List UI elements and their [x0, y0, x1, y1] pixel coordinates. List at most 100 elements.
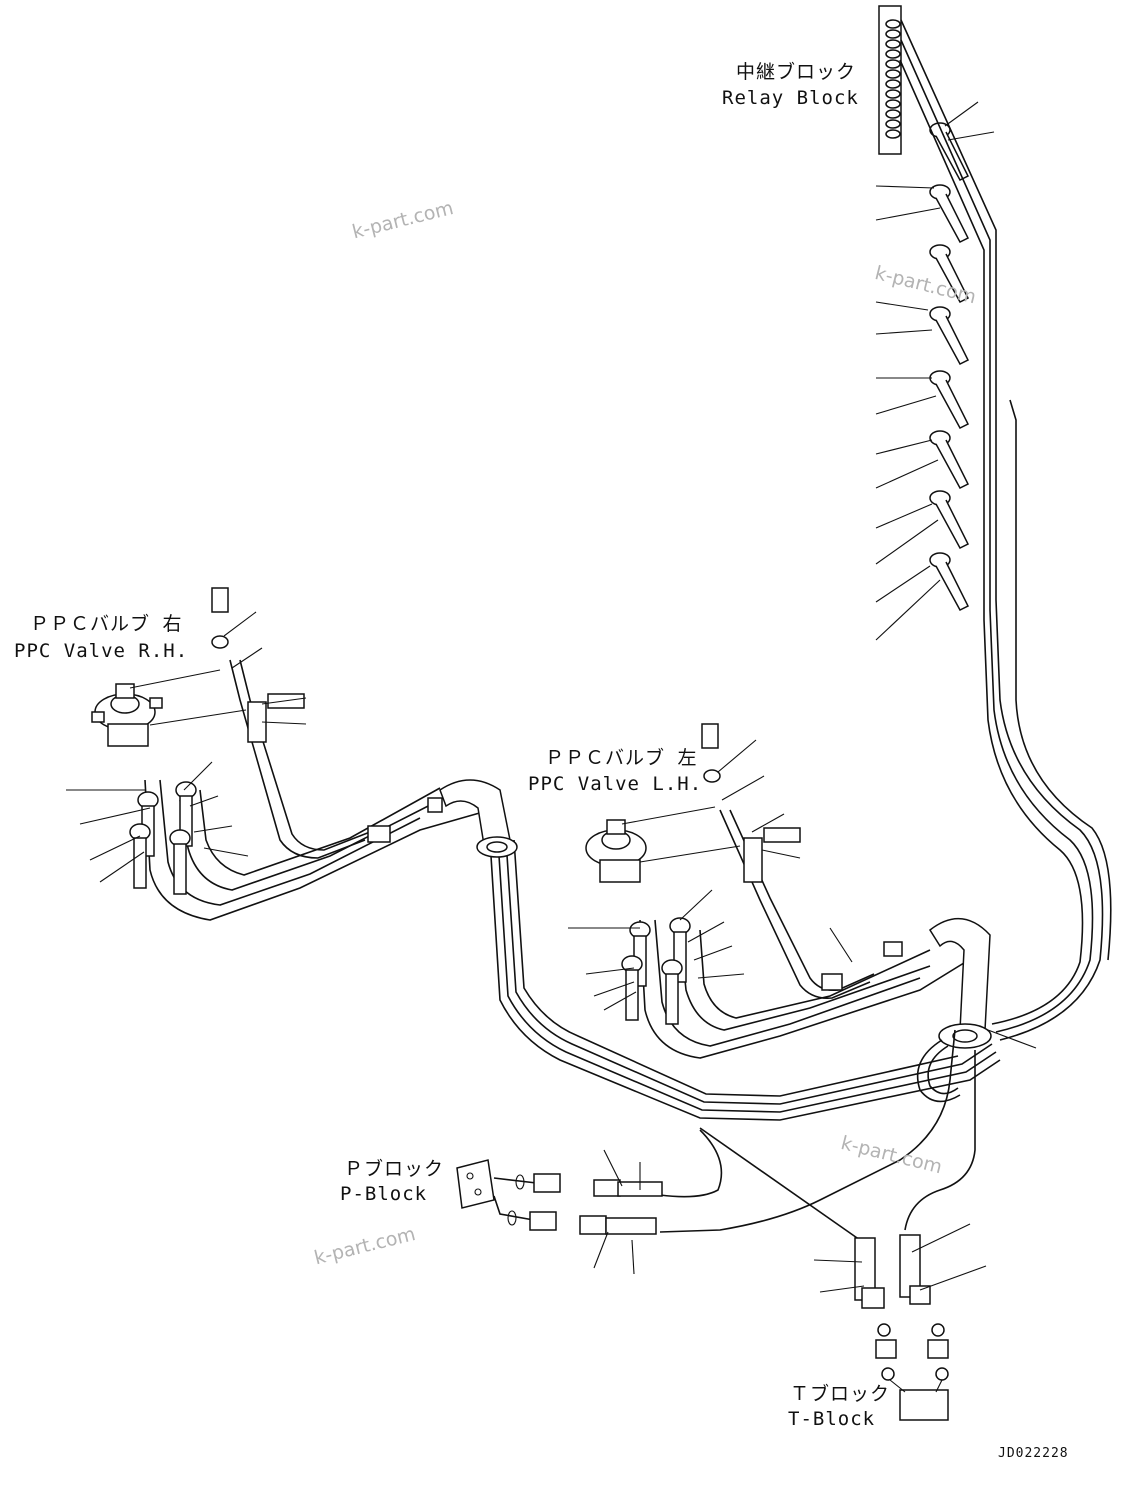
leader-line: [751, 813, 785, 833]
ppc-valve-rh-body: [91, 669, 247, 747]
banjo-bolt: [763, 827, 801, 843]
relay-port: [885, 29, 901, 39]
ppc-valve-rh-fittings: [129, 587, 305, 895]
relay-port: [885, 109, 901, 119]
leader-line: [875, 439, 933, 455]
leader-line: [761, 849, 801, 859]
relay-block-label-jp: 中継ブロック: [736, 61, 857, 83]
leader-line: [189, 795, 219, 807]
relay-port: [885, 119, 901, 129]
lower-hoses: [659, 1029, 976, 1241]
relay-port: [885, 49, 901, 59]
relay-port: [885, 69, 901, 79]
hose-nut: [211, 635, 229, 649]
drawing-code: JD022228: [998, 1446, 1069, 1461]
leader-line: [875, 395, 937, 415]
ppc-valve-lh-body: [585, 806, 741, 883]
leader-line: [875, 459, 939, 489]
leader-line: [875, 185, 935, 189]
relay-port: [885, 79, 901, 89]
hose-sleeve: [935, 379, 970, 429]
leader-line: [99, 851, 145, 883]
relay-port: [885, 89, 901, 99]
ppc-lh-label-en: PPC Valve L.H.: [528, 773, 703, 795]
leader-line: [875, 503, 933, 529]
leader-line: [819, 1285, 865, 1293]
leader-line: [585, 967, 635, 975]
leader-line: [261, 721, 307, 725]
leader-line: [603, 1149, 623, 1187]
hose-sleeve: [935, 253, 970, 303]
hose-sleeve: [173, 843, 187, 895]
relay-port: [885, 99, 901, 109]
leader-line: [89, 835, 141, 861]
leader-line: [203, 847, 249, 857]
leader-line: [223, 611, 257, 637]
leader-line: [944, 101, 979, 127]
ppc-valve-rh-hoses: [144, 659, 491, 921]
hose-bundle-right: [899, 19, 1112, 1041]
leader-line: [717, 739, 757, 773]
t-block-label-jp: Ｔブロック: [790, 1383, 891, 1405]
relay-hose-fittings: [929, 122, 970, 611]
hose-bundle-lower: [489, 839, 1001, 1121]
leader-line: [875, 565, 931, 603]
hose-sleeve: [935, 561, 970, 611]
hose-sleeve: [665, 973, 679, 1025]
hose-sleeve: [133, 837, 147, 889]
leader-line: [987, 1029, 1037, 1049]
relay-port: [885, 39, 901, 49]
t-block-label-en: T-Block: [788, 1408, 876, 1430]
leader-line: [693, 945, 733, 961]
leader-line: [875, 207, 941, 221]
p-block: [456, 1159, 663, 1235]
relay-port: [885, 129, 901, 139]
grommet-elbow-left: [367, 779, 518, 858]
relay-block-label-en: Relay Block: [722, 87, 859, 109]
leader-line: [875, 519, 939, 565]
leader-line: [919, 1265, 987, 1291]
hose-sleeve: [625, 969, 639, 1021]
leader-lines: [66, 101, 1037, 1293]
grommet-elbow-right: [821, 917, 992, 1103]
leader-line: [593, 1231, 609, 1269]
banjo-bolt: [211, 587, 229, 613]
leader-line: [875, 301, 929, 311]
hose-sleeve: [935, 439, 970, 489]
leader-line: [231, 647, 263, 669]
ppc-rh-label-jp: ＰＰＣバルブ 右: [30, 613, 183, 635]
p-block-label-jp: Ｐブロック: [344, 1158, 445, 1180]
leader-line: [911, 1223, 971, 1253]
hose-nut: [703, 769, 721, 783]
leader-line: [79, 807, 151, 825]
hose-sleeve: [935, 499, 970, 549]
banjo-bolt: [701, 723, 719, 749]
ppc-valve-lh-fittings: [621, 723, 801, 1025]
p-block-label-en: P-Block: [340, 1183, 428, 1205]
leader-line: [687, 921, 725, 943]
leader-line: [261, 697, 307, 705]
leader-line: [829, 927, 853, 963]
leader-line: [875, 329, 933, 335]
leader-line: [631, 1239, 635, 1275]
ppc-lh-label-jp: ＰＰＣバルブ 左: [545, 747, 698, 769]
relay-port: [885, 59, 901, 69]
leader-line: [875, 579, 941, 641]
leader-line: [193, 825, 233, 833]
hose-sleeve: [743, 837, 763, 883]
relay-port: [885, 19, 901, 29]
leader-line: [947, 131, 995, 141]
leader-line: [697, 973, 745, 979]
leader-line: [603, 991, 637, 1011]
ppc-rh-label-en: PPC Valve R.H.: [14, 640, 189, 662]
leader-line: [593, 981, 635, 997]
relay-block: [878, 5, 902, 155]
leader-line: [721, 775, 765, 801]
leader-line: [183, 761, 213, 791]
hose-sleeve: [935, 193, 970, 243]
leader-line: [813, 1259, 863, 1263]
leader-line: [679, 889, 713, 921]
hose-sleeve: [935, 315, 970, 365]
